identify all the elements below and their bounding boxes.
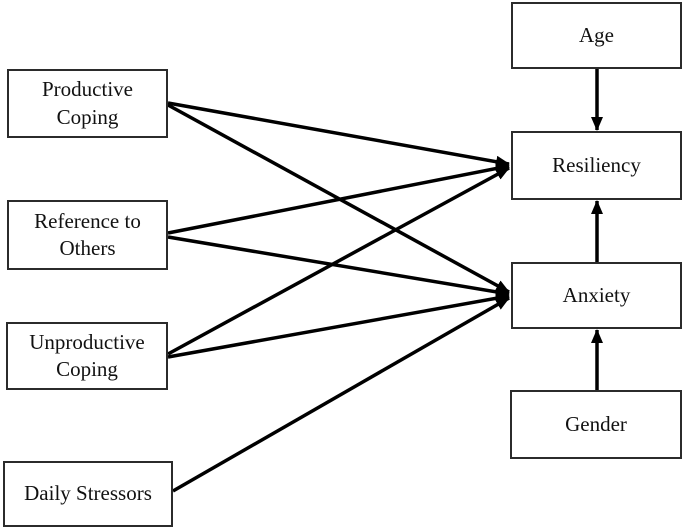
node-gender: Gender bbox=[510, 390, 682, 459]
node-label-resiliency: Resiliency bbox=[552, 152, 641, 177]
node-reference-to-others: Reference to Others bbox=[7, 200, 168, 270]
edge-unproductive-coping-to-resiliency bbox=[167, 166, 510, 356]
node-label-gender: Gender bbox=[565, 411, 627, 436]
edge-reference-to-others-to-resiliency bbox=[167, 162, 510, 235]
node-label-age: Age bbox=[579, 22, 614, 47]
node-label-unproductive-coping: Coping bbox=[56, 357, 118, 381]
node-age: Age bbox=[511, 2, 682, 69]
node-label-anxiety: Anxiety bbox=[562, 282, 631, 307]
edge-reference-to-others-to-anxiety bbox=[167, 235, 510, 298]
edge-daily-stressors-to-anxiety bbox=[172, 296, 510, 493]
edge-productive-coping-to-resiliency bbox=[167, 101, 510, 168]
node-label-daily-stressors: Daily Stressors bbox=[24, 481, 152, 506]
node-label-reference-to-others: Reference to bbox=[34, 208, 141, 233]
node-daily-stressors: Daily Stressors bbox=[3, 461, 173, 527]
node-label-productive-coping: Productive bbox=[42, 77, 133, 102]
edge-group bbox=[167, 69, 603, 493]
node-label-unproductive-coping: Unproductive bbox=[29, 329, 145, 354]
node-anxiety: Anxiety bbox=[511, 262, 682, 329]
node-label-productive-coping: Coping bbox=[56, 104, 119, 129]
node-resiliency: Resiliency bbox=[511, 131, 682, 200]
node-label-reference-to-others: Others bbox=[59, 236, 116, 260]
edge-unproductive-coping-to-anxiety bbox=[167, 292, 510, 359]
